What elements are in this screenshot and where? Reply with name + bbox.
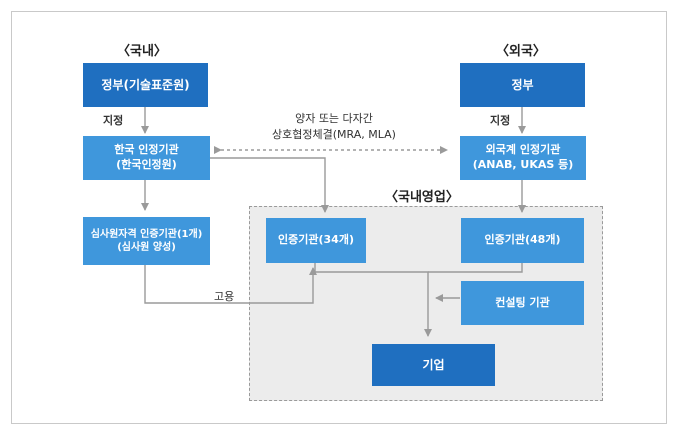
foreign-government-label: 정부 — [511, 77, 534, 92]
foreign-government-box: 정부 — [460, 63, 585, 107]
consulting-label: 컨설팅 기관 — [495, 295, 550, 309]
designation-label-left: 지정 — [103, 114, 124, 127]
line-foreign-cert-join — [428, 263, 523, 273]
auditor-certification-sub: (심사원 양성) — [117, 242, 176, 253]
foreign-header: 〈외국〉 — [496, 44, 546, 59]
arrow-korea-accreditation-to-domestic-cert — [210, 157, 329, 213]
auditor-certification-box: 심사원자격 인증기관(1개) (심사원 양성) — [83, 217, 210, 265]
government-box: 정부(기술표준원) — [83, 63, 208, 107]
designation-label-right: 지정 — [490, 114, 511, 127]
mutual-agreement-line-1: 양자 또는 다자간 — [295, 112, 373, 125]
auditor-certification-name: 심사원자격 인증기관(1개) — [90, 228, 203, 240]
consulting-box: 컨설팅 기관 — [461, 281, 584, 325]
company-box: 기업 — [372, 344, 495, 386]
arrow-auditor-to-domestic-cert — [144, 265, 317, 304]
foreign-cert-bodies-box: 인증기관(48개) — [461, 218, 584, 263]
foreign-accreditation-sub: (ANAB, UKAS 등) — [472, 158, 574, 171]
mutual-agreement-note: 양자 또는 다자간 상호협정체결(MRA, MLA) — [244, 111, 424, 143]
domestic-header: 〈국내〉 — [117, 44, 167, 59]
mutual-agreement-line-2: 상호협정체결(MRA, MLA) — [272, 127, 396, 141]
korea-accreditation-box: 한국 인정기관 (한국인정원) — [83, 136, 210, 180]
government-label: 정부(기술표준원) — [101, 77, 190, 92]
company-label: 기업 — [422, 357, 445, 372]
foreign-accreditation-box: 외국계 인정기관 (ANAB, UKAS 등) — [460, 136, 586, 180]
domestic-cert-bodies-label: 인증기관(34개) — [278, 233, 354, 247]
employment-label: 고용 — [214, 290, 235, 303]
foreign-cert-bodies-label: 인증기관(48개) — [484, 233, 561, 247]
arrow-domestic-cert-to-company — [314, 263, 432, 337]
foreign-accreditation-name: 외국계 인정기관 — [485, 143, 561, 157]
domestic-cert-bodies-box: 인증기관(34개) — [266, 218, 366, 263]
domestic-business-header: 〈국내영업〉 — [385, 190, 459, 205]
korea-accreditation-sub: (한국인정원) — [116, 158, 177, 171]
korea-accreditation-name: 한국 인정기관 — [114, 143, 179, 157]
